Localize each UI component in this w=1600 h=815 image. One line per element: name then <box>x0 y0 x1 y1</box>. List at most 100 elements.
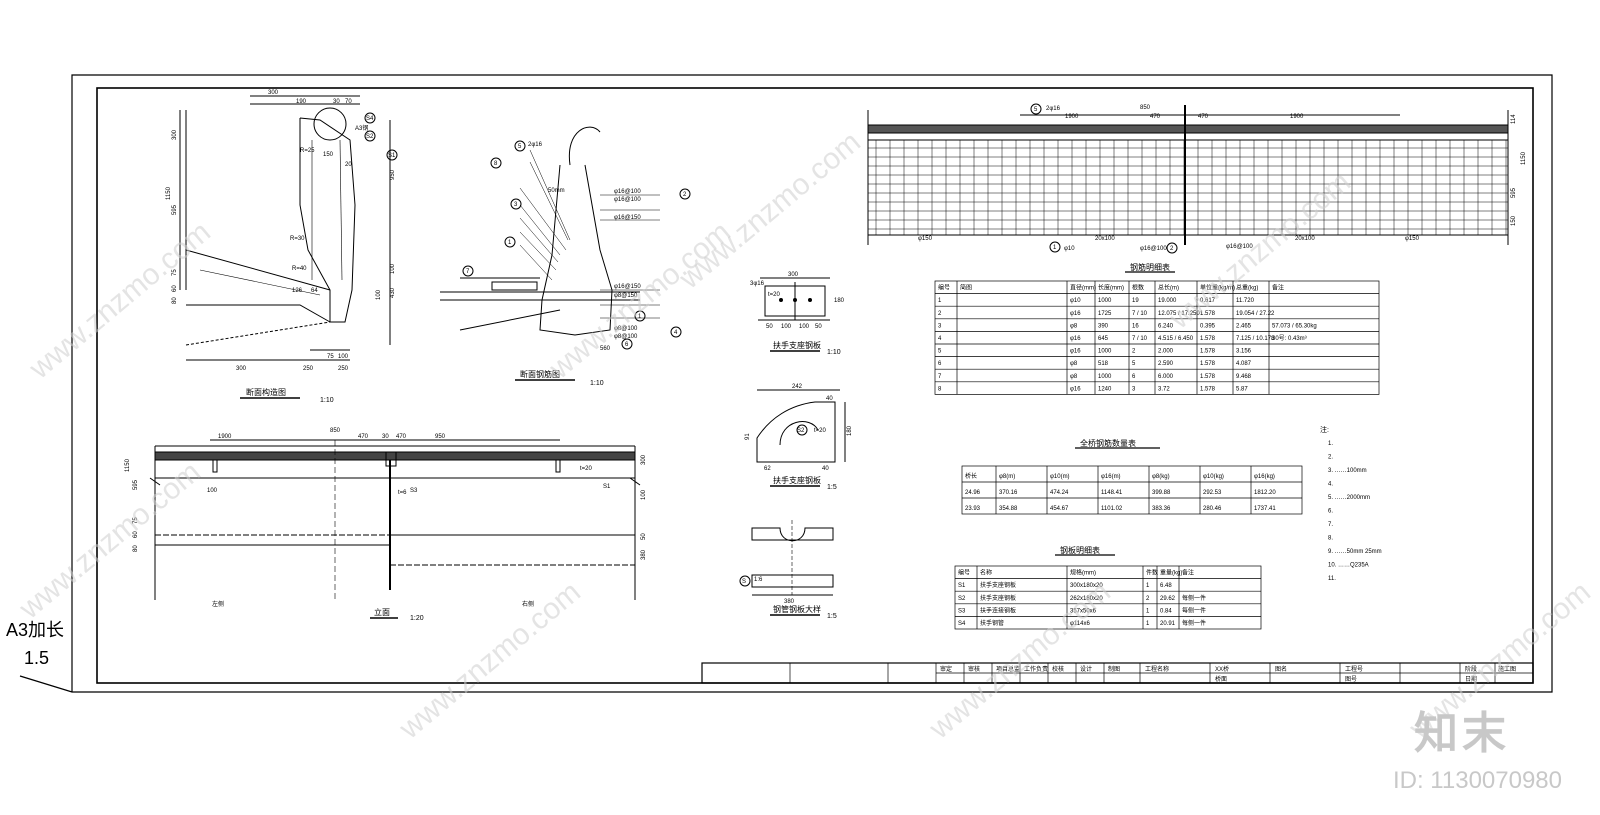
summary-table-cell: 399.88 <box>1152 490 1171 496</box>
rebar-table-cell: 0.395 <box>1200 323 1216 329</box>
elev-note-0: 100 <box>207 488 218 494</box>
section-dim-mid-4: R=25 <box>300 148 315 154</box>
handrail-bracket-detail: 242 40 91 180 62 40 S2 t=20 扶手支座钢板 1:5 <box>745 384 853 491</box>
rebar-table-cell: 16 <box>1132 323 1139 329</box>
steel-table-cell: S3 <box>958 608 966 614</box>
svg-text:S: S <box>742 579 746 585</box>
long-top-6: 1900 <box>1290 114 1304 120</box>
section-dim-bottom-0: 300 <box>236 366 247 372</box>
summary-table-header: φ16(kg) <box>1254 474 1275 480</box>
bracket-dim-5: 40 <box>822 466 829 472</box>
summary-table-cell: 370.16 <box>999 490 1018 496</box>
drain-scale: 1:5 <box>827 613 837 620</box>
steel-table-cell: 1 <box>1146 621 1150 627</box>
section-dim-mid-0: 150 <box>323 152 334 158</box>
drain-dim-1: 1:6 <box>754 577 763 583</box>
drain-marker: S <box>739 575 751 587</box>
section-dim-right-0: 950 <box>390 169 396 180</box>
rebar-table-cell: 1.578 <box>1200 374 1216 380</box>
steel-table-cell: 扶手支座钢板 <box>980 594 1016 602</box>
section-dim-mid-6: R=40 <box>292 266 307 272</box>
bracket-dim-3: 180 <box>847 425 853 436</box>
long-bottom-4: φ16@100 <box>1140 246 1167 252</box>
long-bottom-3: 20x100 <box>1095 236 1115 242</box>
steel-table-header: 件数 <box>1146 569 1158 577</box>
section-dim-left-4: 60 <box>172 285 178 292</box>
section-marker-a3: A3钢 <box>355 124 368 132</box>
rebar-table-cell: 19.000 <box>1158 298 1177 304</box>
rebar-table-cell: 6 <box>938 361 942 367</box>
steel-table-cell: 扶手连接钢板 <box>980 606 1016 614</box>
steel-table-header: 备注 <box>1182 569 1194 577</box>
elev-dim-left-4: 80 <box>133 545 139 552</box>
section-dim-right-2: 430 <box>390 287 396 298</box>
section-dim-mid-2: 126 <box>292 288 303 294</box>
top-plate-scale: 1:10 <box>827 349 841 356</box>
note-item: 1. <box>1328 441 1333 447</box>
top-plate-dim-2: 50 <box>766 324 773 330</box>
long-top-5: 470 <box>1198 114 1209 120</box>
rebar-marker-3: 1 <box>504 236 516 248</box>
elev-dim-right-3: 380 <box>641 549 647 560</box>
rebar-table-cell: 7 / 10 <box>1132 311 1148 317</box>
rebar-table-header: 编号 <box>938 284 950 292</box>
rebar-table-cell: φ8 <box>1070 361 1078 367</box>
steel-table-cell: 1 <box>1146 608 1150 614</box>
rebar-table-cell: 11.720 <box>1236 298 1255 304</box>
steel-table-cell: 29.62 <box>1160 596 1176 602</box>
steel-table-cell: 扶手支座钢板 <box>980 581 1016 589</box>
elev-bottom-left: 左侧 <box>212 600 224 608</box>
long-marker-2: 2 <box>1166 242 1178 254</box>
summary-table-cell: 23.93 <box>965 506 981 512</box>
bracket-scale: 1:5 <box>827 484 837 491</box>
rebar-table-cell: 2 <box>938 311 942 317</box>
rebar-text-9: 560 <box>600 346 611 352</box>
note-item: 9. ……50mm 25mm <box>1328 549 1382 555</box>
steel-table-cell: 每侧一件 <box>1182 606 1206 614</box>
long-marker-5: 5 <box>1030 103 1042 115</box>
note-item: 4. <box>1328 482 1333 488</box>
top-plate-detail: 300 180 50 100 100 50 3φ16 t=20 扶手支座钢板 1… <box>750 272 845 356</box>
bracket-title: 扶手支座钢板 <box>773 475 821 485</box>
summary-table-header: φ10(m) <box>1050 474 1070 480</box>
title-block-cell: 日期 <box>1465 675 1477 683</box>
rebar-marker-1: 8 <box>490 157 502 169</box>
section-dim-left-1: 1150 <box>166 186 172 200</box>
section-dim-left-0: 300 <box>172 129 178 140</box>
elev-dim-top-3: 30 <box>382 434 389 440</box>
title-block-cell: 工程名称 <box>1145 665 1169 673</box>
rebar-table-header: 根数 <box>1132 284 1144 292</box>
long-bottom-2: φ10 <box>1064 246 1075 252</box>
rebar-table-cell: 12.075 / 17.250 <box>1158 311 1200 317</box>
section-dim-right-1: 100 <box>390 263 396 274</box>
rebar-text-4: φ16@150 <box>614 215 641 221</box>
rebar-text-6: φ8@150 <box>614 293 638 299</box>
section-dim-top-3: 70 <box>345 99 352 105</box>
rebar-table-cell: 57.073 / 65.30kg <box>1272 323 1317 329</box>
bracket-dim-2: 91 <box>745 433 751 440</box>
section-view: 300 190 30 70 300 1150 595 75 60 80 950 … <box>166 90 398 404</box>
rebar-table-cell: 5.87 <box>1236 386 1248 392</box>
title-block-cell: 审核 <box>968 665 980 673</box>
rebar-table-cell: 0.617 <box>1200 298 1216 304</box>
top-plate-dim-4: 100 <box>799 324 810 330</box>
section-dim-top-2: 30 <box>333 99 340 105</box>
elev-bottom-right: 右侧 <box>522 600 534 608</box>
long-right-0: 114 <box>1511 114 1517 124</box>
elevation-view: 1900 850 470 30 470 950 300 100 50 380 1… <box>125 428 647 622</box>
long-bottom-0: φ150 <box>918 236 933 242</box>
rebar-table-cell: 30号: 0.43m³ <box>1272 335 1307 342</box>
rebar-marker-6: 4 <box>670 326 682 338</box>
rebar-table-cell: φ16 <box>1070 349 1081 355</box>
svg-text:4: 4 <box>674 330 678 336</box>
elev-dim-left-1: 595 <box>133 479 139 490</box>
elev-dim-right-2: 50 <box>641 533 647 540</box>
bracket-marker-s2: S2 <box>796 424 808 436</box>
rebar-table-cell: 645 <box>1098 336 1109 342</box>
section-view-title: 断面构造图 <box>246 387 286 397</box>
rebar-table-cell: φ16 <box>1070 311 1081 317</box>
svg-text:1: 1 <box>638 314 642 320</box>
rebar-table-cell: 7 <box>938 374 942 380</box>
elev-dim-top-2: 470 <box>358 434 369 440</box>
steel-table-cell: 357x50x6 <box>1070 608 1097 614</box>
